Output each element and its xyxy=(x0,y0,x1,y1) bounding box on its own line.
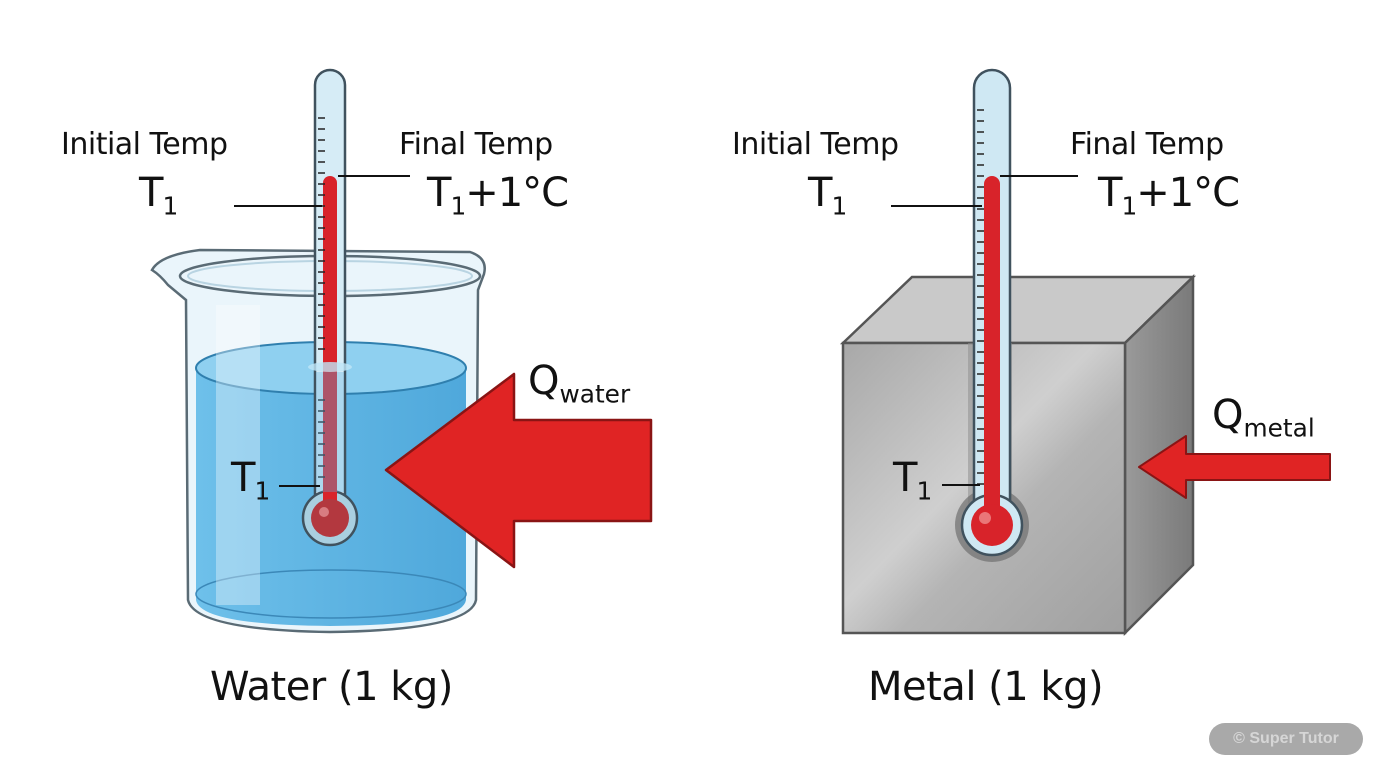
water-initial-temp-symbol: T1 xyxy=(139,170,178,221)
suffix: +1°C xyxy=(465,170,569,216)
symbol: Q xyxy=(1212,392,1244,438)
subscript: water xyxy=(559,379,631,409)
water-title: Water (1 kg) xyxy=(210,664,453,710)
metal-final-temp-label: Final Temp xyxy=(1070,127,1224,162)
water-final-temp-label: Final Temp xyxy=(399,127,553,162)
beaker xyxy=(150,248,486,634)
symbol: T xyxy=(893,455,917,501)
water-initial-temp-label: Initial Temp xyxy=(61,127,228,162)
subscript: 1 xyxy=(831,191,847,221)
q-metal-label: Qmetal xyxy=(1212,392,1315,443)
suffix: +1°C xyxy=(1136,170,1240,216)
subscript: 1 xyxy=(1121,191,1137,221)
subscript: metal xyxy=(1243,413,1315,443)
symbol: T xyxy=(139,170,163,216)
metal-initial-temp-symbol: T1 xyxy=(808,170,847,221)
symbol: T xyxy=(231,455,255,501)
water-thermometer xyxy=(301,68,359,547)
subscript: 1 xyxy=(162,191,178,221)
heat-arrow-water xyxy=(384,372,653,569)
subscript: 1 xyxy=(254,476,270,506)
water-final-temp-value: T1+1°C xyxy=(427,170,569,221)
subscript: 1 xyxy=(450,191,466,221)
metal-title: Metal (1 kg) xyxy=(868,664,1104,710)
subscript: 1 xyxy=(916,476,932,506)
symbol: T xyxy=(1098,170,1122,216)
metal-thermometer xyxy=(960,68,1024,557)
metal-initial-temp-label: Initial Temp xyxy=(732,127,899,162)
symbol: T xyxy=(808,170,832,216)
metal-final-temp-value: T1+1°C xyxy=(1098,170,1240,221)
metal-bulb-temp-symbol: T1 xyxy=(893,455,932,506)
watermark-badge: © Super Tutor xyxy=(1209,723,1363,755)
q-water-label: Qwater xyxy=(528,358,630,409)
symbol: Q xyxy=(528,358,560,404)
water-bulb-temp-symbol: T1 xyxy=(231,455,270,506)
symbol: T xyxy=(427,170,451,216)
heat-arrow-metal xyxy=(1138,435,1331,499)
